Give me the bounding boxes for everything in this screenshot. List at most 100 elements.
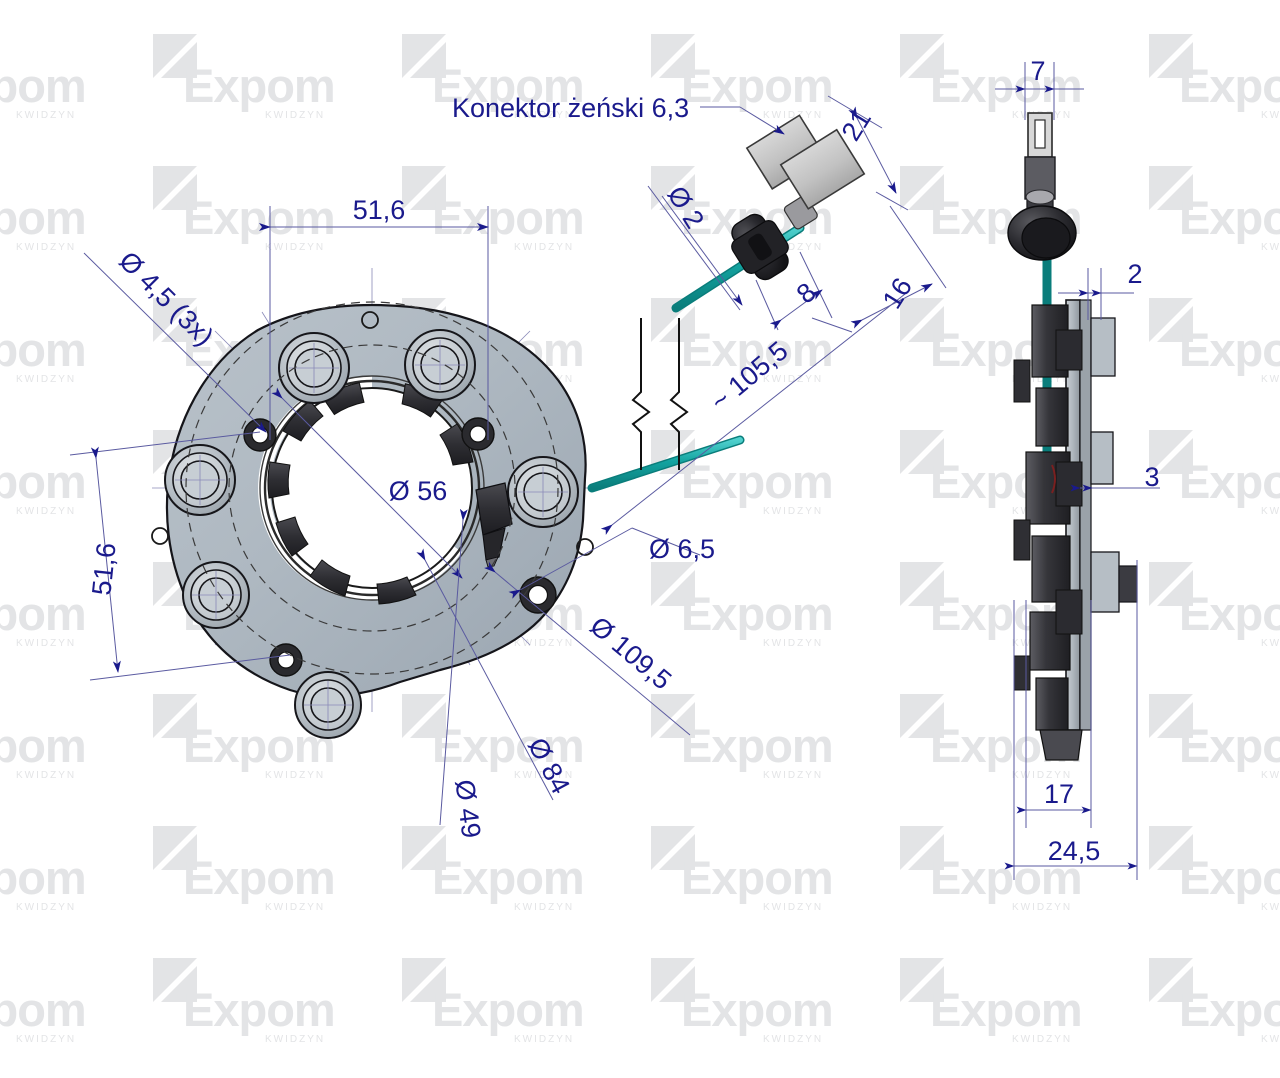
dim-label-84: Ø 84 bbox=[522, 733, 576, 799]
watermark-subtitle: KWIDZYN bbox=[514, 242, 575, 253]
watermark-word: Expom bbox=[681, 323, 834, 376]
watermark-subtitle: KWIDZYN bbox=[265, 902, 326, 913]
watermark-subtitle: KWIDZYN bbox=[514, 902, 575, 913]
watermark-subtitle: KWIDZYN bbox=[16, 506, 77, 517]
watermark-logo-icon bbox=[153, 694, 197, 738]
watermark-subtitle: KWIDZYN bbox=[265, 1034, 326, 1045]
watermark-subtitle: KWIDZYN bbox=[1012, 1034, 1073, 1045]
watermark-word: Expom bbox=[681, 587, 834, 640]
watermark-word: Expom bbox=[930, 59, 1083, 112]
watermark-word: Expom bbox=[1179, 983, 1280, 1036]
watermark-subtitle: KWIDZYN bbox=[265, 770, 326, 781]
side-dimension-labels: 7 2 3 17 24,5 bbox=[1030, 56, 1159, 866]
watermark-logo-icon bbox=[900, 826, 944, 870]
watermark-subtitle: KWIDZYN bbox=[1012, 770, 1073, 781]
dim-label-6-5: Ø 6,5 bbox=[649, 534, 715, 564]
watermark-word: Expom bbox=[681, 719, 834, 772]
watermark-word: Expom bbox=[183, 191, 336, 244]
watermark-subtitle: KWIDZYN bbox=[265, 242, 326, 253]
watermark-word: Expom bbox=[1179, 719, 1280, 772]
title-note-leader bbox=[700, 106, 785, 135]
dim-label-17: 17 bbox=[1044, 779, 1074, 809]
dim-hole-6-5 bbox=[508, 527, 701, 599]
dim-circle-84 bbox=[416, 548, 554, 801]
watermark-logo-icon bbox=[1149, 166, 1193, 210]
watermark-subtitle: KWIDZYN bbox=[514, 638, 575, 649]
watermark-logo-icon bbox=[651, 298, 695, 342]
female-connector-housing bbox=[745, 114, 866, 210]
watermark-logo-icon bbox=[1149, 694, 1193, 738]
watermark-logo-icon bbox=[900, 34, 944, 78]
watermark-subtitle: KWIDZYN bbox=[1261, 506, 1280, 517]
watermark-logo-icon bbox=[402, 826, 446, 870]
watermark-logo-icon bbox=[651, 166, 695, 210]
watermark-subtitle: KWIDZYN bbox=[16, 638, 77, 649]
watermark-subtitle: KWIDZYN bbox=[763, 770, 824, 781]
plate-cable bbox=[587, 435, 745, 493]
watermark-logo-icon bbox=[651, 562, 695, 606]
dim-label-51-6-h: 51,6 bbox=[353, 195, 406, 225]
dim-bore-56 bbox=[271, 387, 463, 579]
watermark-word: Expom bbox=[432, 191, 585, 244]
dim-label-24-5: 24,5 bbox=[1048, 836, 1101, 866]
drawing-layer: 51,6 51,6 Ø 4,5 (3x) Ø 56 Ø 49 Ø 84 Ø 10… bbox=[69, 56, 1160, 880]
dim-label-3: 3 bbox=[1144, 462, 1159, 492]
watermark-logo-icon bbox=[153, 166, 197, 210]
watermark-subtitle: KWIDZYN bbox=[514, 1034, 575, 1045]
dim-label-51-6-v: 51,6 bbox=[86, 541, 121, 596]
dim-24-5 bbox=[1004, 560, 1138, 880]
dim-17 bbox=[1016, 600, 1092, 828]
watermark-logo-icon bbox=[402, 694, 446, 738]
watermark-subtitle: KWIDZYN bbox=[763, 242, 824, 253]
watermark-logo-icon bbox=[1149, 826, 1193, 870]
pitch-circles bbox=[185, 301, 559, 675]
watermark-word: Expom bbox=[0, 455, 87, 508]
watermark-logo-icon bbox=[900, 694, 944, 738]
dim-connector-16 bbox=[811, 205, 947, 333]
watermark-subtitle: KWIDZYN bbox=[763, 374, 824, 385]
dim-label-56: Ø 56 bbox=[389, 476, 448, 506]
dim-label-109-5: Ø 109,5 bbox=[584, 611, 677, 696]
watermark-subtitle: KWIDZYN bbox=[763, 902, 824, 913]
watermark-subtitle: KWIDZYN bbox=[514, 770, 575, 781]
title-note: Konektor żeński 6,3 bbox=[452, 93, 689, 123]
cable-grommet bbox=[731, 213, 789, 281]
side-view: 7 2 3 17 24,5 bbox=[995, 56, 1160, 880]
watermark-subtitle: KWIDZYN bbox=[1261, 374, 1280, 385]
watermark-word: Expom bbox=[432, 851, 585, 904]
dim-label-7: 7 bbox=[1030, 56, 1045, 86]
watermark-word: Expom bbox=[1179, 323, 1280, 376]
watermark-logo-icon bbox=[900, 562, 944, 606]
watermark-word: Expom bbox=[183, 59, 336, 112]
dim-outer-109-5 bbox=[483, 561, 691, 736]
watermark-word: Expom bbox=[1179, 59, 1280, 112]
front-dimensions bbox=[69, 206, 701, 826]
watermark-logo-icon bbox=[153, 34, 197, 78]
watermark-logo-icon bbox=[402, 34, 446, 78]
watermark-subtitle: KWIDZYN bbox=[1261, 902, 1280, 913]
side-dimensions bbox=[995, 62, 1160, 880]
diode-bosses bbox=[164, 329, 579, 739]
watermark-word: Expom bbox=[930, 983, 1083, 1036]
watermark-word: Expom bbox=[0, 59, 87, 112]
dim-grommet-8 bbox=[755, 251, 833, 331]
